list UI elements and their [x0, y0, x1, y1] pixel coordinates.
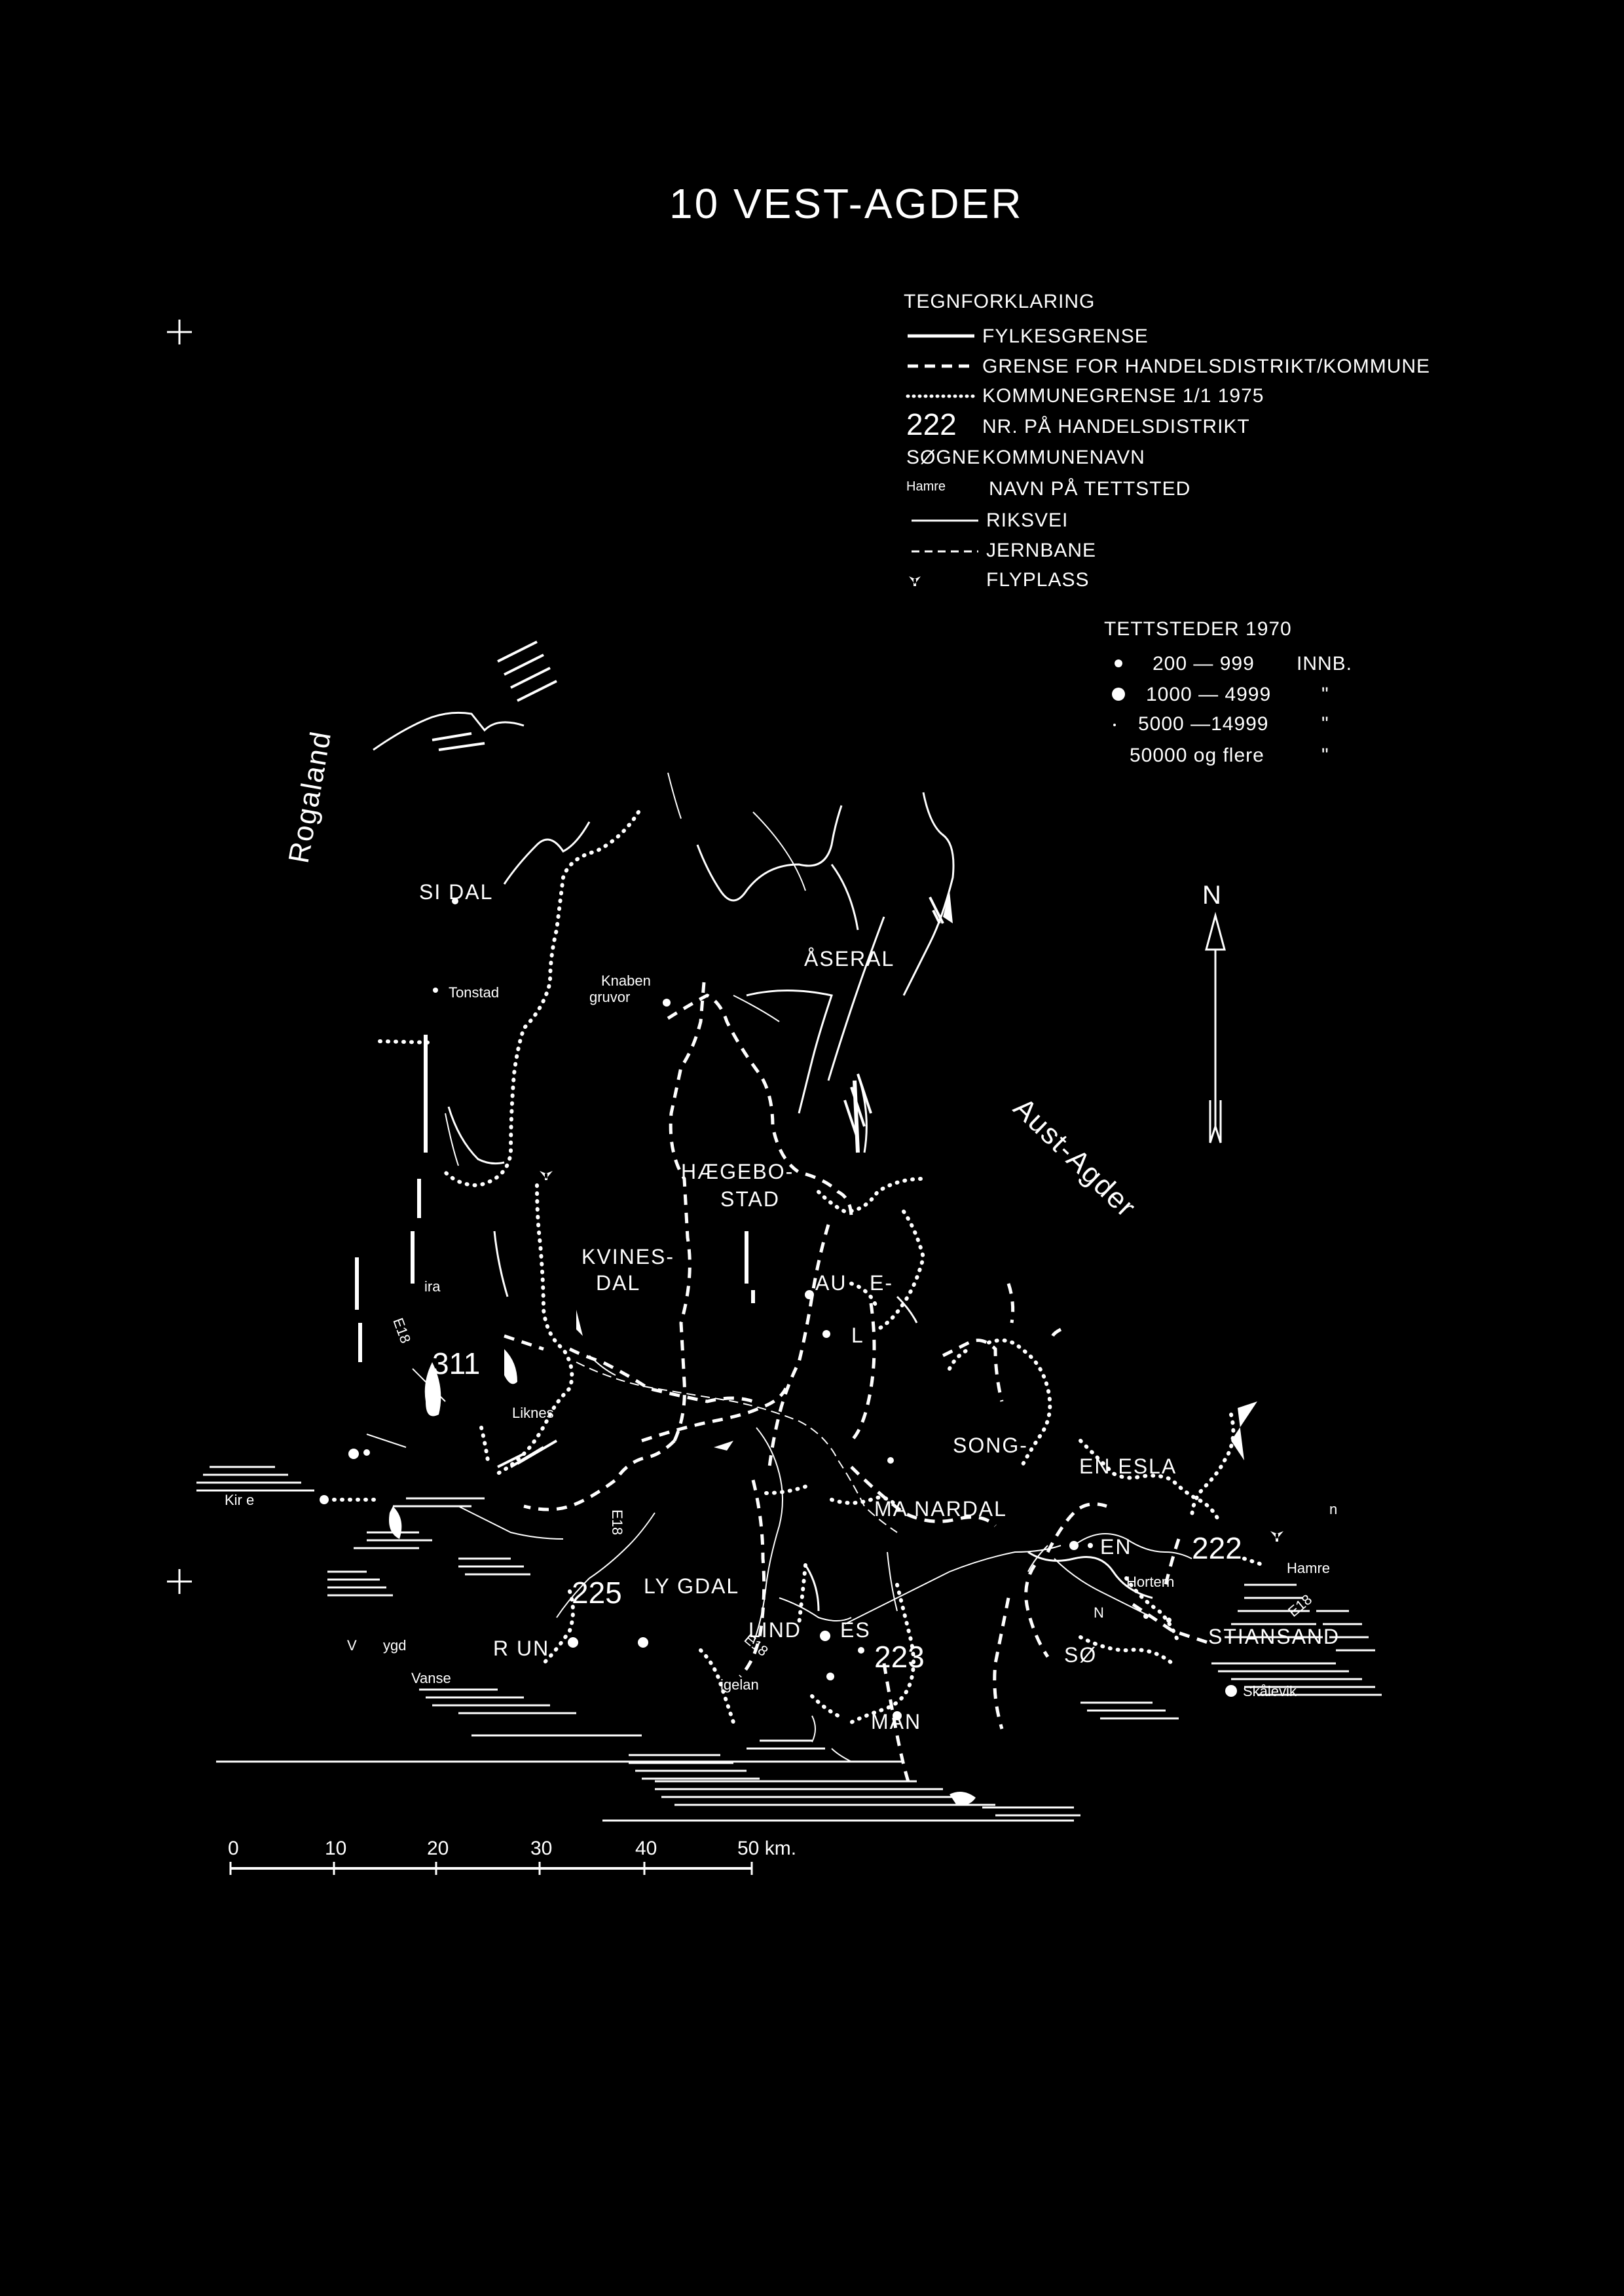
legend-sample-place: Hamre — [906, 479, 946, 494]
airport-icon — [540, 1171, 553, 1180]
municipality-name: AU — [815, 1271, 847, 1295]
legend-item-label: KOMMUNENAVN — [982, 447, 1145, 468]
scale-tick: 30 — [530, 1838, 552, 1859]
legend-item-label: JERNBANE — [986, 540, 1096, 561]
roads — [366, 1355, 1192, 1644]
municipality-name: R UN — [493, 1637, 549, 1660]
legend-item-label: FYLKESGRENSE — [982, 325, 1149, 347]
settlement-range: 50000 og flere — [1130, 745, 1264, 766]
district-number: 223 — [874, 1640, 925, 1674]
settlement-heading: TETTSTEDER 1970 — [1104, 618, 1292, 640]
scale-bar: 0 10 20 30 40 50 km. — [228, 1838, 796, 1875]
place-name: Liknes — [512, 1405, 554, 1421]
municipality-name: SØ — [1064, 1643, 1097, 1667]
municipality-name: STAD — [720, 1187, 780, 1211]
place-name: Knaben — [601, 972, 651, 989]
place-name: N — [1094, 1604, 1104, 1621]
legend-item-label: NAVN PÅ TETTSTED — [989, 478, 1190, 500]
municipality-name: ÅSERAL — [804, 947, 895, 971]
lakes — [355, 1035, 860, 1362]
municipality-name: STIANSAND — [1208, 1625, 1340, 1648]
place-name: Skålevik — [1243, 1683, 1297, 1699]
map-title: 10 VEST-AGDER — [669, 180, 1024, 227]
county-border — [373, 711, 1153, 1612]
place-name: Hortern — [1126, 1574, 1174, 1590]
settlement-range: 200 — 999 — [1153, 653, 1255, 675]
place-name: ira — [424, 1278, 441, 1295]
place-name: n — [1329, 1501, 1337, 1517]
legend-heading: TEGNFORKLARING — [904, 291, 1095, 312]
railway — [576, 1361, 898, 1533]
road-label: E18 — [609, 1509, 625, 1535]
legend: TEGNFORKLARING FYLKESGRENSE GRENSE FOR H… — [904, 291, 1430, 591]
settlement-unit: INNB. — [1297, 653, 1352, 675]
place-name: V — [347, 1637, 357, 1654]
municipality-name: HÆGEBO- — [681, 1160, 794, 1183]
rivers — [445, 772, 1048, 1762]
municipality-name: MAN — [871, 1710, 921, 1733]
legend-item-label: GRENSE FOR HANDELSDISTRIKT/KOMMUNE — [982, 356, 1430, 377]
place-name: Vanse — [411, 1670, 451, 1686]
settlement-unit: " — [1321, 745, 1329, 766]
district-numbers: 222 223 225 311 — [432, 1346, 1242, 1674]
place-name: igelan — [720, 1676, 759, 1693]
municipality-name: ES — [840, 1618, 871, 1642]
municipality-name: LIND — [748, 1618, 802, 1642]
scale-tick: 20 — [427, 1838, 449, 1859]
settlement-unit: " — [1321, 684, 1329, 705]
scale-tick: 50 km. — [737, 1838, 796, 1859]
scale-tick: 0 — [228, 1838, 239, 1859]
municipality-name: EN ESLA — [1079, 1454, 1177, 1478]
place-name: gruvor — [589, 989, 630, 1005]
legend-item-label: NR. PÅ HANDELSDISTRIKT — [982, 416, 1250, 437]
airport-icon — [909, 576, 921, 586]
municipal-borders — [332, 810, 1266, 1724]
legend-item-label: KOMMUNEGRENSE 1/1 1975 — [982, 385, 1264, 407]
municipality-name: SONG- — [953, 1434, 1028, 1457]
scale-tick: 10 — [325, 1838, 346, 1859]
municipality-name: MA NARDAL — [874, 1497, 1007, 1521]
legend-sample-municipality: SØGNE — [906, 447, 980, 468]
settlement-dot-large-icon — [1113, 724, 1116, 726]
town-dots — [320, 898, 1237, 1720]
municipality-name: E- — [870, 1271, 893, 1295]
district-borders — [504, 982, 1212, 1788]
legend-item-label: FLYPLASS — [986, 569, 1090, 591]
place-name: Tonstad — [449, 984, 499, 1001]
municipality-name: SI DAL — [419, 880, 493, 904]
district-number: 311 — [432, 1346, 480, 1380]
municipality-name: DAL — [596, 1271, 640, 1295]
place-name: Kir e — [225, 1492, 254, 1508]
district-number: 225 — [572, 1576, 622, 1610]
settlement-range: 1000 — 4999 — [1146, 684, 1271, 705]
scale-tick: 40 — [635, 1838, 657, 1859]
legend-item-label: RIKSVEI — [986, 509, 1068, 531]
district-number: 222 — [1192, 1531, 1242, 1565]
north-arrow: N — [1202, 881, 1226, 1143]
place-name: ygd — [383, 1637, 406, 1654]
municipality-name: LY GDAL — [644, 1574, 739, 1598]
settlement-range: 5000 —14999 — [1138, 713, 1269, 735]
north-label: N — [1202, 881, 1221, 910]
municipality-names: SI DAL ÅSERAL HÆGEBO- STAD KVINES- DAL A… — [419, 880, 1340, 1733]
registration-marks — [167, 320, 192, 1594]
settlement-dot-medium-icon — [1112, 688, 1125, 701]
municipality-name: KVINES- — [581, 1245, 674, 1268]
place-name: EN — [1100, 1535, 1132, 1559]
coastline — [196, 640, 1382, 1822]
municipality-name: L — [851, 1324, 864, 1347]
airport-icon — [1270, 1531, 1283, 1542]
settlement-legend: TETTSTEDER 1970 200 — 999 INNB. 1000 — 4… — [1104, 618, 1352, 766]
settlement-unit: " — [1321, 713, 1329, 735]
legend-sample-number: 222 — [906, 407, 957, 441]
settlement-dot-small-icon — [1115, 659, 1122, 667]
place-name: Hamre — [1287, 1560, 1330, 1576]
place-names: Tonstad Knaben gruvor ira Liknes Kir e H… — [225, 972, 1337, 1699]
